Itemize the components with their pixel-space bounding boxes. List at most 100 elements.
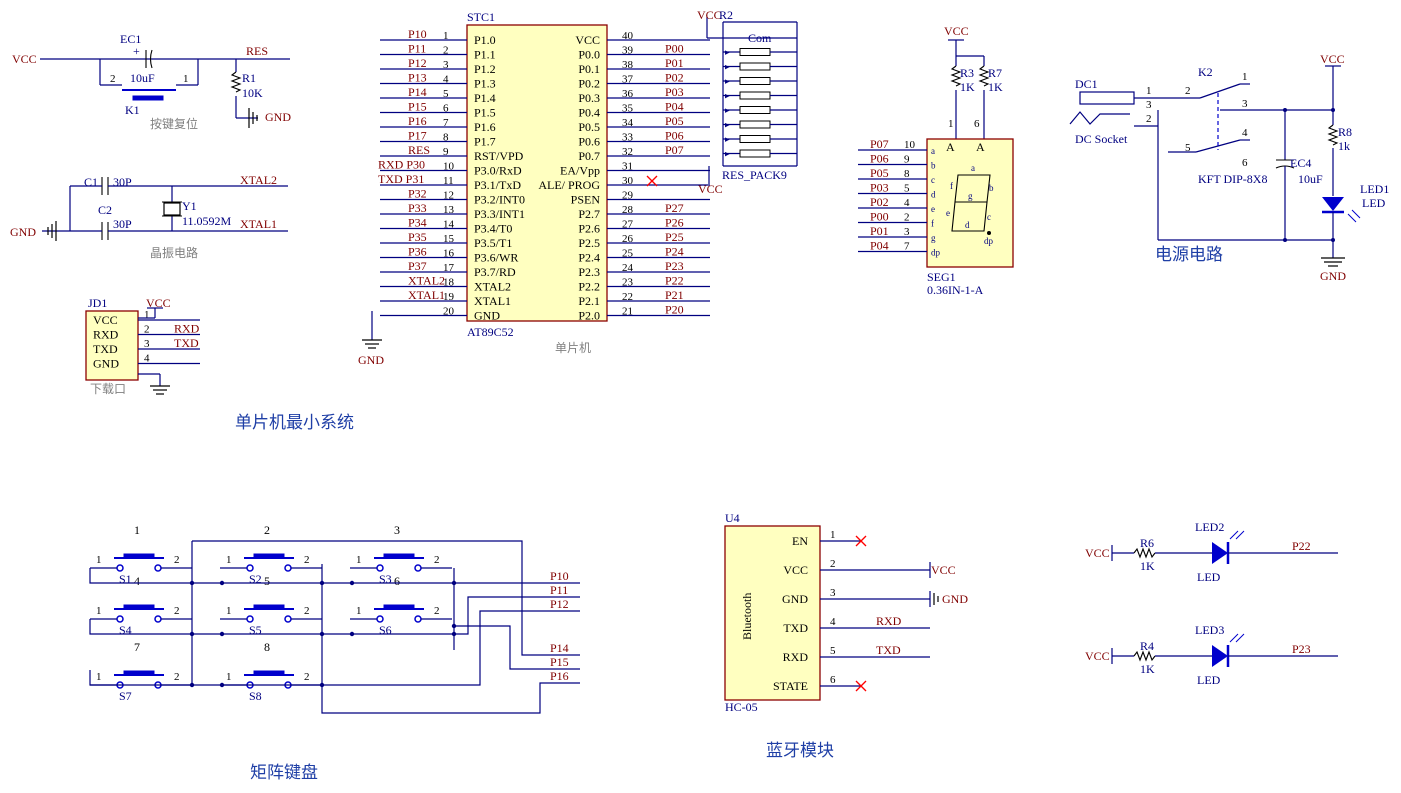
mcu-pin-name: XTAL1 bbox=[474, 294, 511, 308]
mcu-pin-name: P2.7 bbox=[578, 207, 600, 221]
svg-text:KFT DIP-8X8: KFT DIP-8X8 bbox=[1198, 172, 1267, 186]
svg-text:R7: R7 bbox=[988, 66, 1002, 80]
mcu-pin-number: 17 bbox=[443, 262, 455, 274]
mcu-pin-number: 20 bbox=[443, 306, 455, 318]
bt-net-label: RXD bbox=[876, 614, 902, 628]
mcu-net-label: P06 bbox=[665, 129, 684, 143]
svg-text:10uF: 10uF bbox=[1298, 172, 1323, 186]
svg-text:P10: P10 bbox=[550, 569, 569, 583]
svg-text:▸: ▸ bbox=[725, 120, 730, 130]
bt-pin-number: 5 bbox=[830, 645, 836, 657]
mcu-pin-name: P1.4 bbox=[474, 91, 496, 105]
svg-text:▸: ▸ bbox=[725, 62, 730, 72]
svg-text:AT89C52: AT89C52 bbox=[467, 325, 514, 339]
power-circuit: DC1 1 3 2 DC Socket K2 2 1 3 4 5 6 KFT D… bbox=[1069, 52, 1389, 283]
mcu-net-label: TXD P31 bbox=[378, 172, 424, 186]
svg-text:R8: R8 bbox=[1338, 125, 1352, 139]
svg-text:5: 5 bbox=[1185, 142, 1191, 154]
led1-icon bbox=[1322, 197, 1344, 211]
resistor-icon bbox=[739, 48, 771, 56]
mcu-pin-name: P3.1/TxD bbox=[474, 178, 521, 192]
svg-text:P16: P16 bbox=[550, 669, 569, 683]
svg-text:4: 4 bbox=[1242, 127, 1248, 139]
seg-pin-number: 2 bbox=[904, 212, 910, 224]
mcu-pin-number: 38 bbox=[622, 59, 634, 71]
svg-text:Y1: Y1 bbox=[182, 199, 197, 213]
led-res-ref: R6 bbox=[1140, 536, 1154, 550]
digit-icon: a b c d e f g dp bbox=[946, 163, 994, 246]
seg-net-label: P03 bbox=[870, 181, 889, 195]
led-icon bbox=[1212, 645, 1228, 667]
mcu-pin-number: 11 bbox=[443, 175, 454, 187]
svg-text:3: 3 bbox=[1242, 98, 1248, 110]
bt-pin-name: VCC bbox=[783, 563, 808, 577]
mcu-net-label: P20 bbox=[665, 303, 684, 317]
svg-text:▸: ▸ bbox=[725, 76, 730, 86]
mcu-pin-name: P2.4 bbox=[578, 251, 600, 265]
mcu-net-label: RES bbox=[408, 143, 430, 157]
switch-icon bbox=[376, 564, 384, 572]
mcu-pin-name: P2.0 bbox=[578, 309, 600, 323]
svg-text:C1: C1 bbox=[84, 175, 98, 189]
mcu-net-label: P05 bbox=[665, 114, 684, 128]
mcu-pin-name: P1.2 bbox=[474, 62, 496, 76]
mcu-pin-number: 31 bbox=[622, 161, 633, 173]
svg-text:LED1: LED1 bbox=[1360, 182, 1389, 196]
mcu-pin-name: P2.5 bbox=[578, 236, 600, 250]
led-label: LED bbox=[1197, 673, 1221, 687]
key-ref: S3 bbox=[379, 572, 392, 586]
mcu-pin-name: RST/VPD bbox=[474, 149, 524, 163]
key-ref: S6 bbox=[379, 623, 392, 637]
svg-text:P11: P11 bbox=[550, 583, 568, 597]
mcu-pin-name: P1.3 bbox=[474, 77, 496, 91]
mcu-pin-name: P0.4 bbox=[578, 106, 600, 120]
mcu-pin-name: XTAL2 bbox=[474, 280, 511, 294]
svg-text:1: 1 bbox=[96, 671, 102, 683]
svg-text:K2: K2 bbox=[1198, 65, 1213, 79]
mcu-pin-number: 24 bbox=[622, 262, 634, 274]
resistor-icon bbox=[739, 149, 771, 158]
mcu-pin-name: P3.0/RxD bbox=[474, 164, 522, 178]
mcu-net-label: RXD P30 bbox=[378, 158, 425, 172]
key-ref: S4 bbox=[119, 623, 132, 637]
mcu-pin-number: 35 bbox=[622, 103, 634, 115]
mcu-pin-name: P1.5 bbox=[474, 106, 496, 120]
resistor-icon bbox=[739, 91, 771, 100]
led-ref: LED2 bbox=[1195, 520, 1224, 534]
svg-text:VCC: VCC bbox=[944, 24, 969, 38]
bt-pin-name: TXD bbox=[783, 621, 808, 635]
mcu-pin-name: P2.2 bbox=[578, 280, 600, 294]
svg-text:0.36IN-1-A: 0.36IN-1-A bbox=[927, 283, 984, 297]
mcu-pin-number: 4 bbox=[443, 74, 449, 86]
seg-pin-number: 8 bbox=[904, 168, 910, 180]
mcu-pin-name: P1.7 bbox=[474, 135, 496, 149]
mcu-pin-name: P3.2/INT0 bbox=[474, 193, 525, 207]
svg-text:2: 2 bbox=[304, 554, 310, 566]
bt-net-label: TXD bbox=[876, 643, 901, 657]
mcu-pin-name: P0.6 bbox=[578, 135, 600, 149]
mcu-pin-number: 13 bbox=[443, 204, 455, 216]
svg-text:1: 1 bbox=[226, 554, 232, 566]
mcu-net-label: P17 bbox=[408, 129, 427, 143]
reset-gnd-label: GND bbox=[265, 110, 291, 124]
key-number: 8 bbox=[264, 640, 270, 654]
svg-text:1K: 1K bbox=[988, 80, 1003, 94]
mcu-net-label: P13 bbox=[408, 71, 427, 85]
svg-text:dp: dp bbox=[984, 236, 994, 246]
svg-text:GND: GND bbox=[10, 225, 36, 239]
mcu-pin-name: P0.7 bbox=[578, 149, 600, 163]
key-ref: S7 bbox=[119, 689, 132, 703]
mcu-net-label: P14 bbox=[408, 85, 427, 99]
led-net-label: P23 bbox=[1292, 642, 1311, 656]
jd1-pin-number: 1 bbox=[144, 309, 150, 321]
bt-pin-name: RXD bbox=[783, 650, 809, 664]
mcu-net-label: P32 bbox=[408, 187, 427, 201]
resistor-icon bbox=[739, 120, 771, 129]
svg-text:STC1: STC1 bbox=[467, 10, 495, 24]
xtal2-net: XTAL2 bbox=[240, 173, 277, 187]
resistor-icon bbox=[1133, 547, 1156, 559]
switch-icon bbox=[116, 615, 124, 623]
jd1-pin-name: RXD bbox=[93, 328, 119, 342]
seg-pin-name: f bbox=[931, 219, 934, 229]
svg-text:▸: ▸ bbox=[725, 47, 730, 57]
